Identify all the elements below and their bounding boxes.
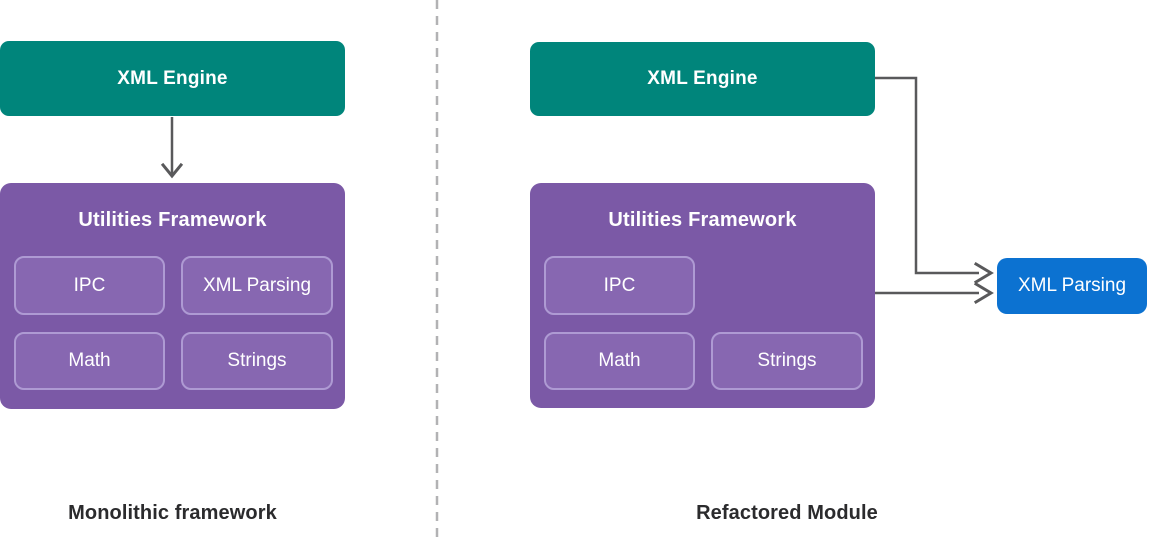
module-strings-right: Strings xyxy=(711,332,863,390)
xml-parsing-extracted-node: XML Parsing xyxy=(997,258,1147,314)
module-math-left: Math xyxy=(14,332,165,390)
module-ipc-left: IPC xyxy=(14,256,165,315)
module-label: Strings xyxy=(757,350,817,371)
xml-engine-node-right: XML Engine xyxy=(530,42,875,116)
utilities-framework-title-right: Utilities Framework xyxy=(608,209,797,231)
module-label: IPC xyxy=(603,274,636,296)
module-label: Math xyxy=(598,350,641,371)
module-math-right: Math xyxy=(544,332,695,390)
utilities-framework-title-left: Utilities Framework xyxy=(78,209,267,231)
module-strings-left: Strings xyxy=(181,332,333,390)
module-label: Strings xyxy=(227,350,287,371)
module-label: XML Parsing xyxy=(202,274,312,296)
module-label: Math xyxy=(68,350,111,371)
arrow-engine-to-xml-parsing xyxy=(875,76,994,285)
xml-engine-label-right: XML Engine xyxy=(647,68,758,89)
arrow-framework-to-xml-parsing xyxy=(875,281,994,305)
arrow-engine-to-framework xyxy=(160,117,184,179)
xml-engine-label-left: XML Engine xyxy=(117,67,228,89)
module-label: IPC xyxy=(73,274,106,296)
xml-parsing-label: XML Parsing xyxy=(1017,275,1127,296)
caption-refactored-module: Refactored Module xyxy=(696,502,878,524)
utilities-framework-node-right: Utilities Framework IPC Math Strings xyxy=(530,183,875,408)
module-ipc-right: IPC xyxy=(544,256,695,315)
utilities-framework-node-left: Utilities Framework IPC XML Parsing Math… xyxy=(0,183,345,409)
xml-engine-node-left: XML Engine xyxy=(0,41,345,116)
module-xml-parsing-left: XML Parsing xyxy=(181,256,333,315)
caption-monolithic-framework: Monolithic framework xyxy=(68,502,277,524)
